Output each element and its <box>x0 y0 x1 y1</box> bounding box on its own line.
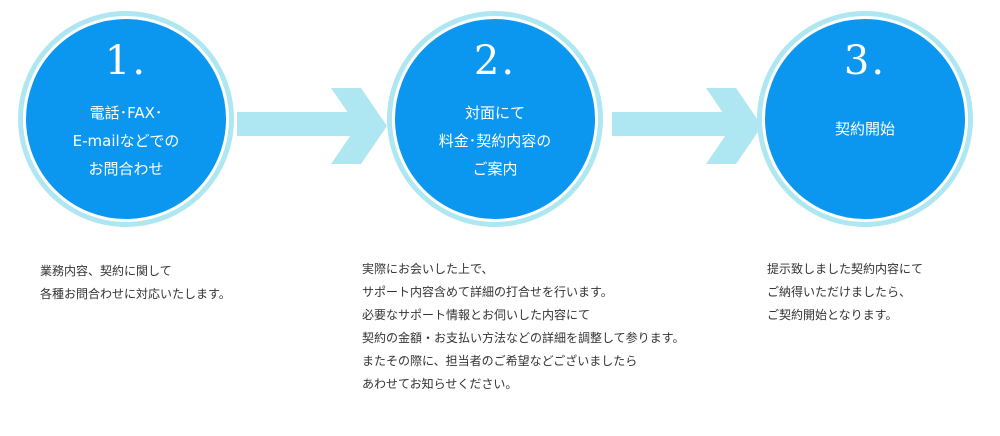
step-1-label: 電話･FAX･ E-mailなどでの お問合わせ <box>72 104 180 178</box>
step-2-label: 対面にて 料金･契約内容の ご案内 <box>438 104 552 178</box>
step-2-circle: 2. 対面にて 料金･契約内容の ご案内 <box>392 16 598 222</box>
arrow-right-icon <box>237 88 387 164</box>
step-3-number: 3. <box>843 38 887 84</box>
step-1-description: 業務内容、契約に関して 各種お問合わせに対応いたします。 <box>40 264 231 301</box>
step-3-label: 契約開始 <box>834 120 895 138</box>
step-2-number: 2. <box>473 38 517 84</box>
step-1-circle: 1. 電話･FAX･ E-mailなどでの お問合わせ <box>23 16 229 222</box>
step-3-circle: 3. 契約開始 <box>762 16 968 222</box>
arrow-right-icon <box>612 88 762 164</box>
step-3-description: 提示致しました契約内容にて ご納得いただけましたら、 ご契約開始となります。 <box>767 262 924 322</box>
step-1-number: 1. <box>104 38 148 84</box>
step-2-description: 実際にお会いした上で、 サポート内容含めて詳細の打合せを行います。 必要なサポー… <box>362 262 685 391</box>
